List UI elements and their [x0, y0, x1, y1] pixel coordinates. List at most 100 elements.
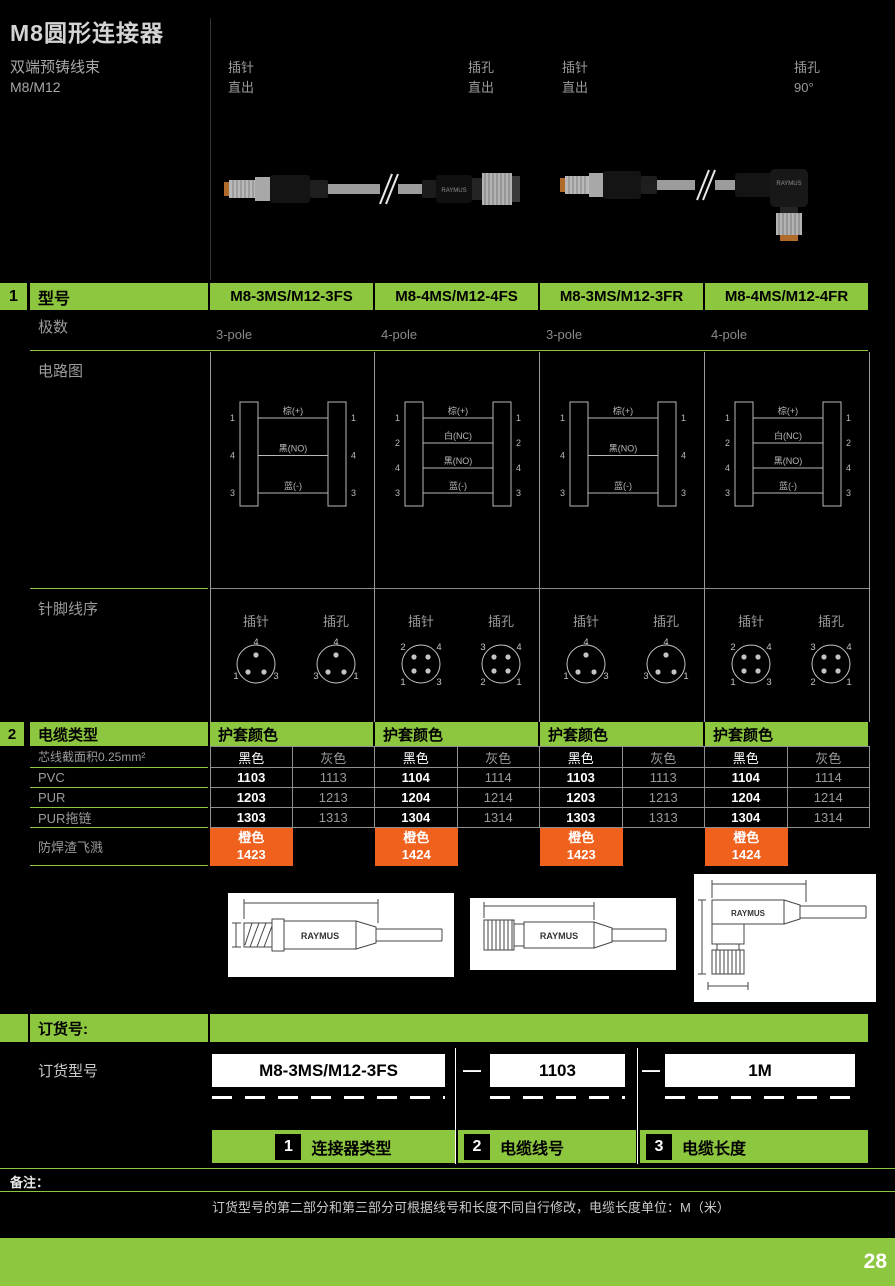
svg-text:白(NC): 白(NC) — [774, 430, 802, 441]
poles-row-label: 极数 — [38, 319, 69, 336]
end-label-line: 直出 — [562, 80, 589, 96]
svg-text:3: 3 — [230, 488, 235, 498]
end-label-line: 插孔 — [468, 60, 495, 75]
cable-code-gray: 1114 — [787, 768, 870, 788]
svg-text:3: 3 — [560, 488, 565, 498]
svg-text:蓝(-): 蓝(-) — [284, 480, 302, 491]
order-number-header: 订货号: — [30, 1014, 208, 1042]
end-label-line: 插针 — [228, 60, 255, 75]
column-divider — [704, 352, 705, 722]
cable-code-black: 1103 — [210, 768, 293, 788]
order-section-badge — [0, 1014, 28, 1042]
legend-badge-2: 2 — [464, 1133, 490, 1160]
socket-face-label: 插孔 — [322, 614, 349, 629]
model-row-label: 型号 — [30, 283, 208, 310]
svg-text:2: 2 — [810, 677, 815, 688]
svg-text:3: 3 — [480, 642, 485, 653]
svg-text:蓝(-): 蓝(-) — [449, 480, 467, 491]
legend-badge-3: 3 — [646, 1133, 672, 1160]
cable-section-label: 电缆类型 — [30, 722, 208, 746]
svg-text:3: 3 — [725, 488, 730, 498]
svg-text:蓝(-): 蓝(-) — [614, 480, 632, 491]
svg-text:1: 1 — [230, 413, 235, 423]
svg-text:1: 1 — [516, 413, 521, 423]
legend-label: 电缆长度 — [682, 1140, 747, 1158]
svg-text:4: 4 — [560, 451, 565, 461]
pin-face-label: 插针 — [737, 614, 764, 629]
cable-code-gray: 1114 — [457, 768, 540, 788]
svg-text:4: 4 — [663, 637, 668, 648]
svg-text:4: 4 — [516, 463, 521, 473]
svg-text:4: 4 — [846, 642, 851, 653]
cable-header-gray: 灰色 — [622, 746, 705, 768]
poles-value: 4-pole — [711, 327, 748, 342]
cable-code-gray: 1313 — [622, 808, 705, 828]
dimension-drawing-male-straight: RAYMUS — [228, 893, 454, 977]
svg-text:2: 2 — [395, 438, 400, 448]
cable-header-black: 黑色 — [375, 746, 458, 768]
cable-code-black: 1304 — [375, 808, 458, 828]
svg-text:1: 1 — [681, 413, 686, 423]
socket-face-label: 插孔 — [817, 614, 844, 629]
svg-text:1: 1 — [233, 671, 238, 682]
svg-text:黑(NO): 黑(NO) — [444, 456, 473, 466]
svg-text:1: 1 — [563, 671, 568, 682]
svg-text:4: 4 — [351, 451, 356, 461]
svg-text:4: 4 — [333, 637, 338, 648]
svg-text:1: 1 — [516, 677, 521, 688]
cable-code-black: 1303 — [540, 808, 623, 828]
cable-code-gray: 1313 — [292, 808, 375, 828]
cable-header-black: 黑色 — [540, 746, 623, 768]
svg-text:4: 4 — [516, 642, 521, 653]
svg-text:4: 4 — [436, 642, 441, 653]
svg-text:3: 3 — [516, 488, 521, 498]
svg-text:RAYMUS: RAYMUS — [441, 188, 466, 194]
column-divider — [539, 352, 540, 722]
svg-text:1: 1 — [560, 413, 565, 423]
svg-text:蓝(-): 蓝(-) — [779, 480, 797, 491]
model-name: M8-3MS/M12-3FR — [540, 283, 703, 310]
svg-text:1: 1 — [730, 677, 735, 688]
cable-code-gray: 1213 — [622, 788, 705, 808]
order-divider — [455, 1048, 456, 1164]
poles-value: 3-pole — [546, 327, 583, 342]
svg-text:RAYMUS: RAYMUS — [776, 181, 801, 187]
svg-text:2: 2 — [480, 677, 485, 688]
svg-text:3: 3 — [643, 671, 648, 682]
notes-divider-top — [0, 1168, 895, 1169]
cable-type-label-pvc: PVC — [30, 768, 208, 788]
svg-text:1: 1 — [683, 671, 688, 682]
svg-text:1: 1 — [395, 413, 400, 423]
cable-type-label-pur: PUR — [30, 788, 208, 808]
model-name: M8-4MS/M12-4FR — [705, 283, 868, 310]
header-divider — [210, 18, 211, 280]
order-number-band — [210, 1014, 868, 1042]
svg-text:2: 2 — [730, 642, 735, 653]
cable-splash-empty — [458, 828, 541, 866]
legend-cable-code: 2 电缆线号 — [458, 1130, 636, 1163]
svg-text:黑(NO): 黑(NO) — [279, 444, 308, 454]
order-separator: — — [642, 1060, 660, 1080]
sheath-color-header: 护套颜色 — [375, 722, 538, 746]
svg-text:3: 3 — [313, 671, 318, 682]
cable-code-gray: 1314 — [457, 808, 540, 828]
svg-text:4: 4 — [681, 451, 686, 461]
svg-text:3: 3 — [603, 671, 608, 682]
product-photo-straight: RAYMUS — [222, 158, 522, 225]
column-divider — [210, 352, 211, 722]
sheath-color-header: 护套颜色 — [540, 722, 703, 746]
svg-text:白(NC): 白(NC) — [444, 430, 472, 441]
svg-text:RAYMUS: RAYMUS — [731, 909, 766, 918]
section-badge-1: 1 — [0, 283, 27, 310]
end-label-line: 插针 — [562, 60, 589, 75]
svg-text:4: 4 — [253, 637, 258, 648]
